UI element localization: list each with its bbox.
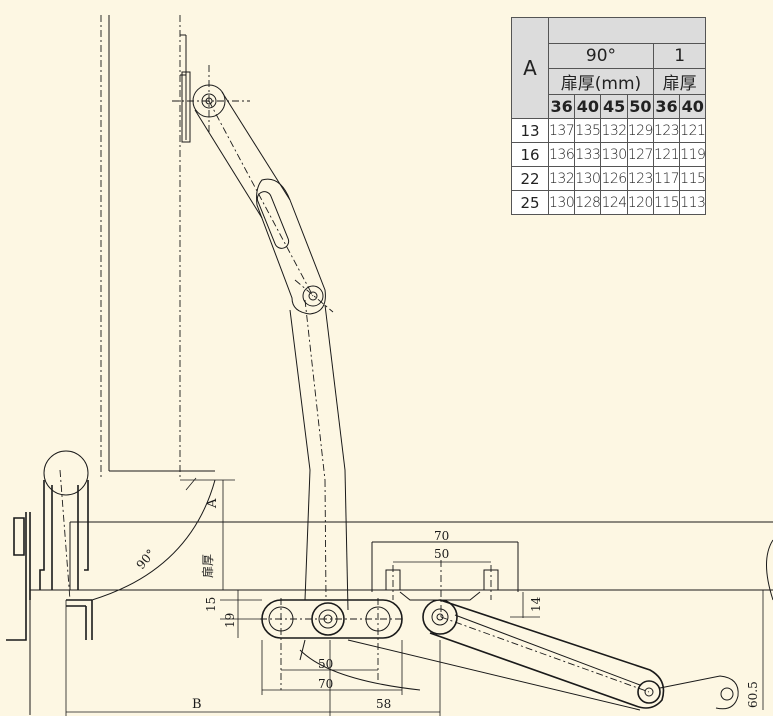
lower-arm <box>299 599 739 711</box>
upper-mount-plate <box>172 65 250 143</box>
col-a-header: A <box>511 17 549 119</box>
angle-90: 90° <box>134 547 158 572</box>
table-cell: 124 <box>600 190 628 215</box>
dim-19: 19 <box>223 613 237 628</box>
table-cell: 133 <box>574 142 602 167</box>
table-top-band <box>547 17 707 44</box>
table-cell: 137 <box>547 118 576 143</box>
thickness-header: 40 <box>574 94 602 119</box>
table-cell: 126 <box>600 166 628 191</box>
row-a-value: 16 <box>511 142 549 167</box>
dim-50-top: 50 <box>434 547 449 561</box>
thickness-header: 40 <box>679 94 707 119</box>
table-cell: 120 <box>626 190 654 215</box>
dim-14: 14 <box>529 596 543 612</box>
dim-70-bottom: 70 <box>318 677 333 691</box>
group-subheader-1: 扉厚(mm) <box>548 68 654 95</box>
row-a-value: 25 <box>511 190 549 215</box>
cabinet-structure <box>29 469 773 715</box>
group-subheader-2: 扉厚 <box>652 68 707 95</box>
thickness-header: 50 <box>626 94 654 119</box>
door-thickness-label: 扉厚 <box>201 554 215 578</box>
open-arm <box>194 91 349 611</box>
table-cell: 130 <box>600 142 628 167</box>
dim-a: A <box>205 498 220 509</box>
group-angle-2: 1 <box>652 43 707 69</box>
table-cell: 115 <box>679 166 707 191</box>
dim-b: B <box>192 697 202 712</box>
dim-58: 58 <box>376 697 391 711</box>
table-row: 13 137 135 132 129 123 121 <box>511 118 707 143</box>
table-cell: 136 <box>547 142 576 167</box>
row-a-value: 13 <box>511 118 549 143</box>
thickness-header: 45 <box>600 94 628 119</box>
thickness-header: 36 <box>652 94 681 119</box>
table-cell: 123 <box>652 118 681 143</box>
table-cell: 129 <box>626 118 654 143</box>
bottom-dimensions <box>65 590 540 716</box>
table-cell: 127 <box>626 142 654 167</box>
open-door-outline <box>100 15 215 480</box>
table-cell: 123 <box>626 166 654 191</box>
row-a-value: 22 <box>511 166 549 191</box>
table-cell: 130 <box>574 166 602 191</box>
group-angle-1: 90° <box>548 43 654 69</box>
thickness-header: 36 <box>547 94 576 119</box>
table-row: 16 136 133 130 127 121 119 <box>511 142 707 167</box>
table-cell: 121 <box>652 142 681 167</box>
table-row: 25 130 128 124 120 115 113 <box>511 190 707 215</box>
table-row: 22 132 130 126 123 117 115 <box>511 166 707 191</box>
table-cell: 132 <box>547 166 576 191</box>
table-cell: 130 <box>547 190 576 215</box>
table-cell: 132 <box>600 118 628 143</box>
table-cell: 119 <box>679 142 707 167</box>
spec-table: A 90° 1 扉厚(mm) 扉厚 36 40 45 50 36 40 13 1… <box>511 17 707 215</box>
dim-60-5: 60.5 <box>746 681 760 708</box>
table-cell: 121 <box>679 118 707 143</box>
table-cell: 117 <box>652 166 681 191</box>
dim-15: 15 <box>204 597 218 612</box>
dim-50-bottom: 50 <box>318 657 333 671</box>
table-cell: 115 <box>652 190 681 215</box>
side-bracket <box>6 450 93 641</box>
swing-arc <box>91 477 216 601</box>
dim-70-top: 70 <box>434 529 449 543</box>
table-cell: 113 <box>679 190 707 215</box>
table-cell: 135 <box>574 118 602 143</box>
right-door-edge <box>762 539 773 710</box>
table-cell: 128 <box>574 190 602 215</box>
